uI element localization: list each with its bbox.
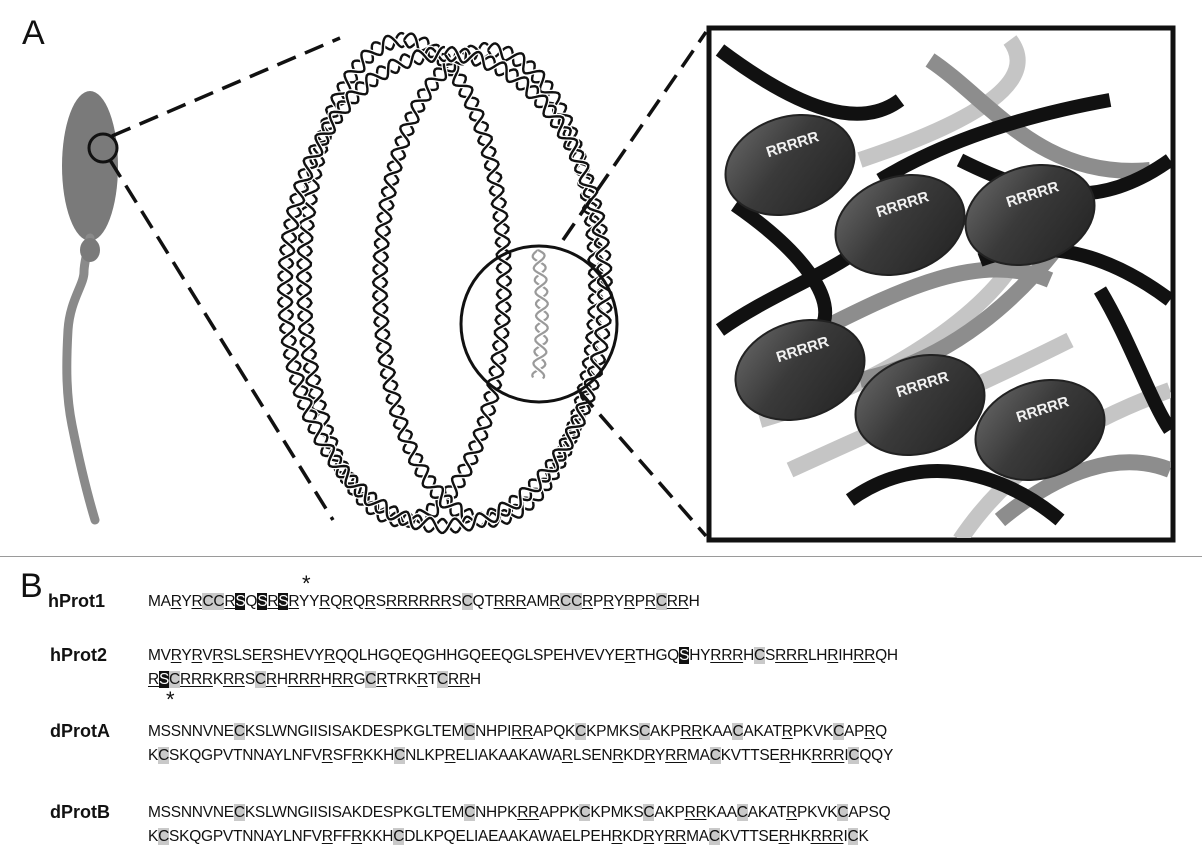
protamine-oval: RRRRR (854, 354, 986, 456)
sequence-line: MVRYRVRSLSERSHEVYRQQLHGQEQGHHGQEEQGLSPEH… (148, 647, 898, 664)
sequence-name: hProt2 (50, 645, 108, 665)
sequence-name: dProtB (50, 802, 110, 822)
panel-b-label: B (20, 567, 43, 605)
sequence-line: KCSKQGPVTNNAYLNFVRSFRKKHCNLKPRELIAKAAKAW… (148, 747, 894, 764)
asterisk-marker: * (302, 571, 311, 596)
sequence-name: dProtA (50, 721, 110, 741)
protamine-oval: RRRRR (734, 319, 866, 421)
sequence-line: RSCRRRKRRSCRHRRRHRRGCRTRKRTCRRH (148, 671, 481, 688)
zoom-lines-right (561, 31, 708, 538)
panel-a-label: A (22, 14, 45, 52)
panel-b: B hProt1 MARYRCCRSQSRSRYYRQRQRSRRRRRRSCQT… (0, 557, 1202, 867)
magnify-circle (459, 244, 619, 404)
sperm-icon (62, 91, 119, 525)
protamine-oval: RRRRR (834, 174, 966, 276)
sequence-line: MSSNNVNECKSLWNGIISISAKDESPKGLTEMCNHPKRRA… (148, 804, 891, 821)
protamine-oval: RRRRR (974, 379, 1106, 481)
asterisk-marker: * (166, 687, 175, 712)
sequence-name: hProt1 (48, 591, 106, 611)
chromatin-loops (275, 30, 615, 536)
protamine-oval: RRRRR (724, 114, 856, 216)
sequence-line: MSSNNVNECKSLWNGIISISAKDESPKGLTEMCNHPIRRA… (148, 723, 887, 740)
protamine-oval: RRRRR (964, 164, 1096, 266)
panel-a: A (22, 14, 1176, 543)
panel-divider (0, 556, 1202, 557)
sequence-line: MARYRCCRSQSRSRYYRQRQRSRRRRRRSCQTRRRAMRCC… (148, 593, 700, 610)
zoom-lines-left (108, 36, 341, 521)
sequence-line: KCSKQGPVTNNAYLNFVRFFRKKHCDLKPQELIAEAAKAW… (148, 828, 869, 845)
